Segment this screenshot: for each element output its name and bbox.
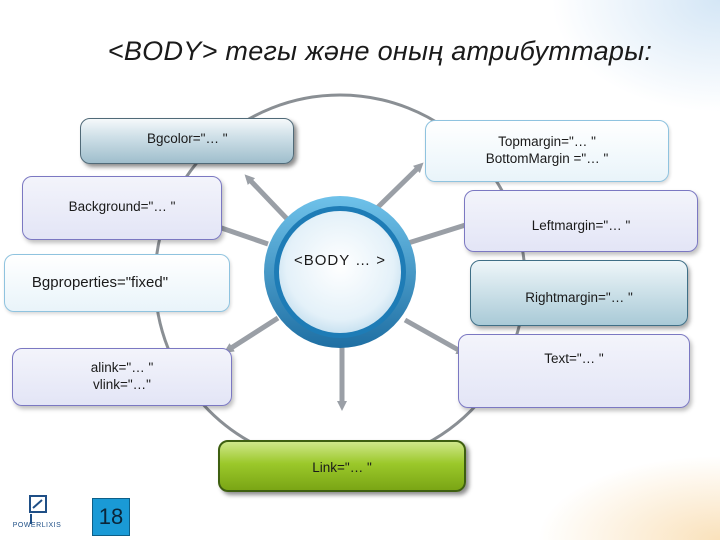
arrow-to-text bbox=[403, 317, 467, 355]
link-box[interactable]: Link="… " bbox=[218, 440, 466, 492]
rightmargin-label: Rightmargin="… " bbox=[525, 289, 633, 305]
page-title: <BODY> тегы және оның атрибуттары: bbox=[107, 36, 653, 66]
leftmargin-box[interactable]: Leftmargin="… " bbox=[464, 190, 698, 252]
margins-box[interactable]: Topmargin="… " BottomMargin ="… " bbox=[425, 120, 669, 182]
text-label: Text="… " bbox=[544, 351, 604, 366]
alink-label: alink="… " bbox=[90, 360, 154, 376]
bgcolor-box[interactable]: Bgcolor="… " bbox=[80, 118, 294, 164]
vlink-label: vlink="…" bbox=[93, 377, 151, 392]
arrow-to-leftmargin bbox=[404, 218, 480, 247]
bgproperties-box[interactable]: Bgproperties="fixed" bbox=[4, 254, 230, 312]
links-box[interactable]: alink="… " vlink="…" bbox=[12, 348, 232, 406]
background-label: Background="… " bbox=[68, 199, 176, 214]
powerlixis-logo-icon bbox=[29, 495, 47, 524]
link-label: Link="… " bbox=[312, 460, 372, 475]
center-label: <BODY … > bbox=[293, 251, 387, 269]
text-box[interactable]: Text="… " bbox=[458, 334, 690, 408]
background-box[interactable]: Background="… " bbox=[22, 176, 222, 240]
logo-text: POWERLIXIS bbox=[12, 522, 62, 529]
leftmargin-label: Leftmargin="… " bbox=[531, 217, 631, 233]
rightmargin-box[interactable]: Rightmargin="… " bbox=[470, 260, 688, 326]
arrow-to-bgcolor bbox=[244, 174, 292, 224]
bgproperties-label: Bgproperties="fixed" bbox=[31, 273, 169, 291]
bottommargin-label: BottomMargin ="… " bbox=[485, 151, 609, 166]
arrow-to-links bbox=[223, 315, 280, 353]
page-number: 18 bbox=[92, 498, 130, 536]
topmargin-label: Topmargin="… " bbox=[498, 134, 596, 150]
bgcolor-label: Bgcolor="… " bbox=[147, 131, 228, 146]
center-disc bbox=[279, 211, 401, 333]
arrow-to-margins bbox=[373, 162, 424, 212]
